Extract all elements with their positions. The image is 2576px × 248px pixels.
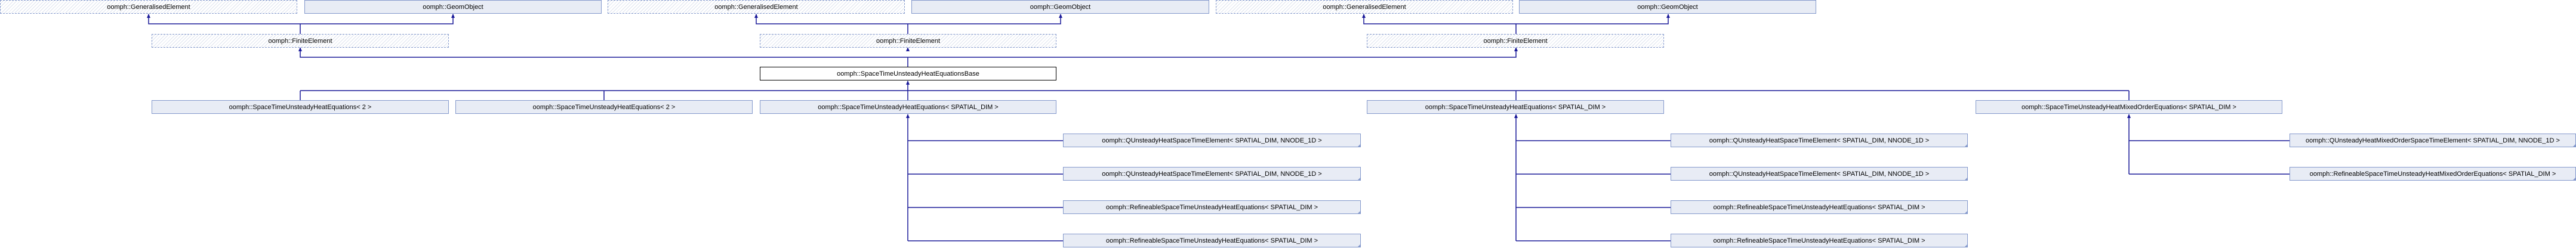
- class-grandchild[interactable]: oomph::RefineableSpaceTimeUnsteadyHeatEq…: [1671, 234, 1968, 247]
- class-focus-space-time-unsteady-heat-equations-base: oomph::SpaceTimeUnsteadyHeatEquationsBas…: [760, 67, 1056, 80]
- arrowheads: [147, 14, 2131, 118]
- class-grandchild[interactable]: oomph::QUnsteadyHeatSpaceTimeElement< SP…: [1671, 167, 1968, 181]
- class-grandchild[interactable]: oomph::QUnsteadyHeatSpaceTimeElement< SP…: [1063, 134, 1361, 147]
- class-generalised-element[interactable]: oomph::GeneralisedElement: [0, 0, 297, 14]
- class-grandchild-mixed-order[interactable]: oomph::RefineableSpaceTimeUnsteadyHeatMi…: [2290, 167, 2576, 181]
- class-child[interactable]: oomph::SpaceTimeUnsteadyHeatEquations< 2…: [455, 100, 753, 114]
- class-finite-element[interactable]: oomph::FiniteElement: [1367, 34, 1664, 48]
- class-child[interactable]: oomph::SpaceTimeUnsteadyHeatEquations< S…: [760, 100, 1056, 114]
- class-finite-element[interactable]: oomph::FiniteElement: [152, 34, 449, 48]
- class-generalised-element[interactable]: oomph::GeneralisedElement: [1216, 0, 1513, 14]
- class-geom-object[interactable]: oomph::GeomObject: [911, 0, 1209, 14]
- edges-tier2: [300, 48, 1517, 67]
- class-grandchild[interactable]: oomph::QUnsteadyHeatSpaceTimeElement< SP…: [1063, 167, 1361, 181]
- class-geom-object[interactable]: oomph::GeomObject: [1519, 0, 1816, 14]
- class-grandchild[interactable]: oomph::RefineableSpaceTimeUnsteadyHeatEq…: [1063, 200, 1361, 214]
- edges-tier4: [907, 114, 2290, 241]
- class-geom-object[interactable]: oomph::GeomObject: [304, 0, 602, 14]
- class-child[interactable]: oomph::SpaceTimeUnsteadyHeatEquations< S…: [1367, 100, 1664, 114]
- class-grandchild[interactable]: oomph::RefineableSpaceTimeUnsteadyHeatEq…: [1671, 200, 1968, 214]
- class-grandchild-mixed-order[interactable]: oomph::QUnsteadyHeatMixedOrderSpaceTimeE…: [2290, 134, 2576, 147]
- class-child-mixed-order[interactable]: oomph::SpaceTimeUnsteadyHeatMixedOrderEq…: [1976, 100, 2282, 114]
- edges-tier1: [148, 14, 1669, 34]
- class-finite-element[interactable]: oomph::FiniteElement: [760, 34, 1056, 48]
- class-generalised-element[interactable]: oomph::GeneralisedElement: [608, 0, 905, 14]
- class-grandchild[interactable]: oomph::RefineableSpaceTimeUnsteadyHeatEq…: [1063, 234, 1361, 247]
- edges-tier3: [300, 81, 2130, 100]
- class-grandchild[interactable]: oomph::QUnsteadyHeatSpaceTimeElement< SP…: [1671, 134, 1968, 147]
- class-child[interactable]: oomph::SpaceTimeUnsteadyHeatEquations< 2…: [152, 100, 449, 114]
